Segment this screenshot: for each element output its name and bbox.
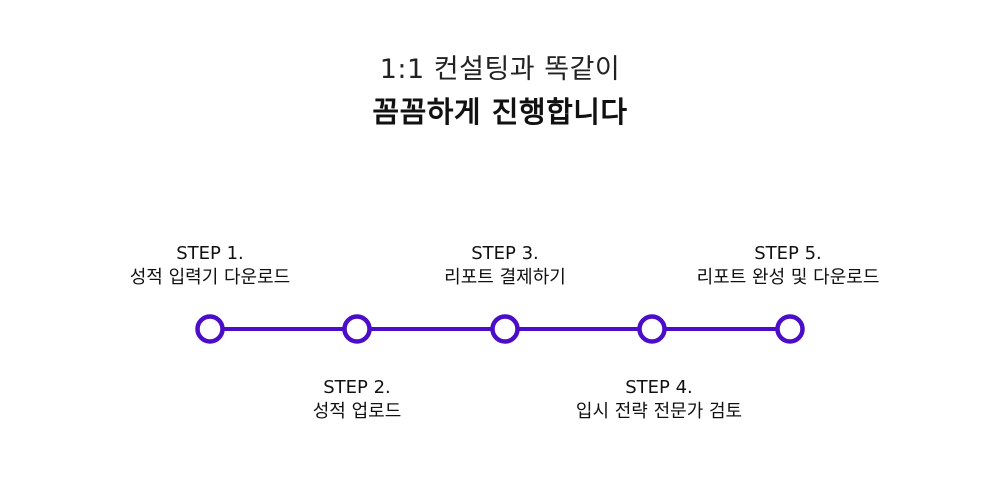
- step-3-number: STEP 3.: [471, 243, 539, 264]
- step-4-number: STEP 4.: [625, 377, 693, 398]
- page-title: 꼼꼼하게 진행합니다: [372, 95, 628, 129]
- subtitle: 1:1 컨설팅과 똑같이: [379, 54, 621, 85]
- step-1-label: STEP 1. 성적 입력기 다운로드: [80, 242, 340, 290]
- step-2-node: [342, 314, 372, 344]
- step-2-number: STEP 2.: [323, 377, 391, 398]
- step-1-node: [195, 314, 225, 344]
- step-5-number: STEP 5.: [754, 243, 822, 264]
- step-1-description: 성적 입력기 다운로드: [129, 267, 291, 288]
- step-4-description: 입시 전략 전문가 검토: [575, 401, 743, 422]
- step-5-description: 리포트 완성 및 다운로드: [696, 267, 880, 288]
- step-4-node: [637, 314, 667, 344]
- step-2-description: 성적 업로드: [312, 401, 402, 422]
- step-3-node: [490, 314, 520, 344]
- step-4-label: STEP 4. 입시 전략 전문가 검토: [529, 376, 789, 424]
- step-2-label: STEP 2. 성적 업로드: [227, 376, 487, 424]
- step-5-label: STEP 5. 리포트 완성 및 다운로드: [658, 242, 918, 290]
- step-3-description: 리포트 결제하기: [444, 267, 566, 288]
- step-5-node: [775, 314, 805, 344]
- step-3-label: STEP 3. 리포트 결제하기: [375, 242, 635, 290]
- heading: 1:1 컨설팅과 똑같이 꼼꼼하게 진행합니다: [0, 52, 1000, 132]
- step-1-number: STEP 1.: [176, 243, 244, 264]
